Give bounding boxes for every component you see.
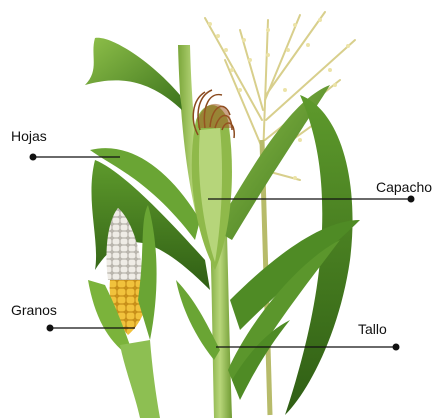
- dot-tallo: [393, 344, 400, 351]
- dot-hojas: [30, 154, 37, 161]
- dot-capacho: [408, 196, 415, 203]
- label-granos: Granos: [11, 302, 57, 318]
- label-capacho: Capacho: [376, 179, 432, 195]
- dot-granos: [47, 325, 54, 332]
- label-tallo: Tallo: [358, 321, 387, 337]
- label-hojas: Hojas: [11, 128, 47, 144]
